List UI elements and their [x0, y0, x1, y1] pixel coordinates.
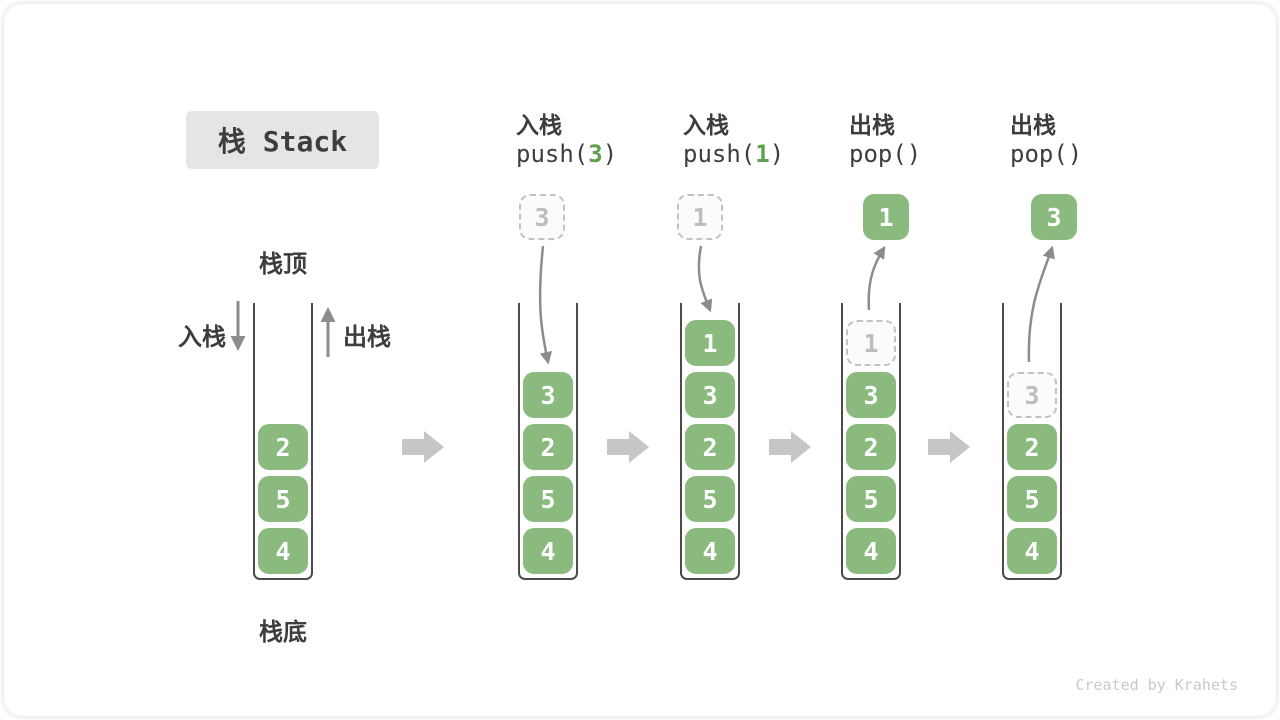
title-label: 栈 Stack — [217, 125, 348, 158]
op-code-push-3: push(3) — [516, 140, 617, 168]
stack-container-initial — [253, 303, 313, 580]
op-code-arg: 1 — [755, 140, 770, 168]
stack-cell-2: 2 — [685, 424, 735, 470]
stack-cell-2: 2 — [846, 424, 896, 470]
watermark: Created by Krahets — [1075, 676, 1238, 694]
ghost-cell-3: 3 — [1007, 372, 1057, 418]
op-code-pre: pop() — [849, 140, 922, 168]
stack-cell-5: 5 — [846, 476, 896, 522]
stack-container-pop-3 — [1002, 303, 1062, 580]
block-arrow-2 — [607, 431, 649, 463]
pop-direction-label: 出栈 — [343, 324, 391, 351]
block-arrow-4 — [928, 431, 970, 463]
stack-container-push-3 — [518, 303, 578, 580]
stack-bottom-label: 栈底 — [259, 619, 307, 646]
float-box-1: 1 — [863, 194, 909, 240]
op-code-arg: 3 — [588, 140, 603, 168]
stack-cell-3: 3 — [846, 372, 896, 418]
block-arrow-1 — [402, 431, 444, 463]
stack-cell-2: 2 — [1007, 424, 1057, 470]
stack-cell-5: 5 — [523, 476, 573, 522]
stack-top-label: 栈顶 — [259, 251, 307, 278]
stack-cell-4: 4 — [523, 528, 573, 574]
stack-cell-3: 3 — [685, 372, 735, 418]
float-box-3: 3 — [519, 194, 565, 240]
stack-cell-3: 3 — [523, 372, 573, 418]
float-box-3: 3 — [1031, 194, 1077, 240]
push-arrow-push-1 — [697, 245, 713, 313]
op-label-pop-3: 出栈 — [1010, 112, 1056, 138]
block-arrow-3 — [769, 431, 811, 463]
stack-container-pop-1 — [841, 303, 901, 580]
stack-cell-2: 2 — [523, 424, 573, 470]
op-label-pop-1: 出栈 — [849, 112, 895, 138]
stack-cell-4: 4 — [846, 528, 896, 574]
op-code-pre: pop() — [1010, 140, 1083, 168]
stack-cell-4: 4 — [685, 528, 735, 574]
stack-cell-5: 5 — [1007, 476, 1057, 522]
op-code-post: ) — [769, 140, 785, 168]
stack-cell-2: 2 — [258, 424, 308, 470]
push-direction-label: 入栈 — [178, 324, 226, 351]
title-box: 栈 Stack — [186, 111, 379, 169]
op-label-push-1: 入栈 — [683, 112, 729, 138]
op-code-post: ) — [602, 140, 618, 168]
op-code-pre: push( — [516, 140, 589, 168]
stack-container-push-1 — [680, 303, 740, 580]
stack-cell-4: 4 — [1007, 528, 1057, 574]
stack-cell-4: 4 — [258, 528, 308, 574]
op-label-push-3: 入栈 — [516, 112, 562, 138]
ghost-cell-1: 1 — [846, 320, 896, 366]
op-code-pop-3: pop() — [1010, 140, 1082, 168]
op-code-pop-1: pop() — [849, 140, 921, 168]
op-code-push-1: push(1) — [683, 140, 784, 168]
pop-arrow-pop-1 — [867, 245, 886, 311]
float-box-1: 1 — [677, 194, 723, 240]
stack-cell-1: 1 — [685, 320, 735, 366]
op-code-pre: push( — [683, 140, 756, 168]
stack-cell-5: 5 — [258, 476, 308, 522]
stack-cell-5: 5 — [685, 476, 735, 522]
